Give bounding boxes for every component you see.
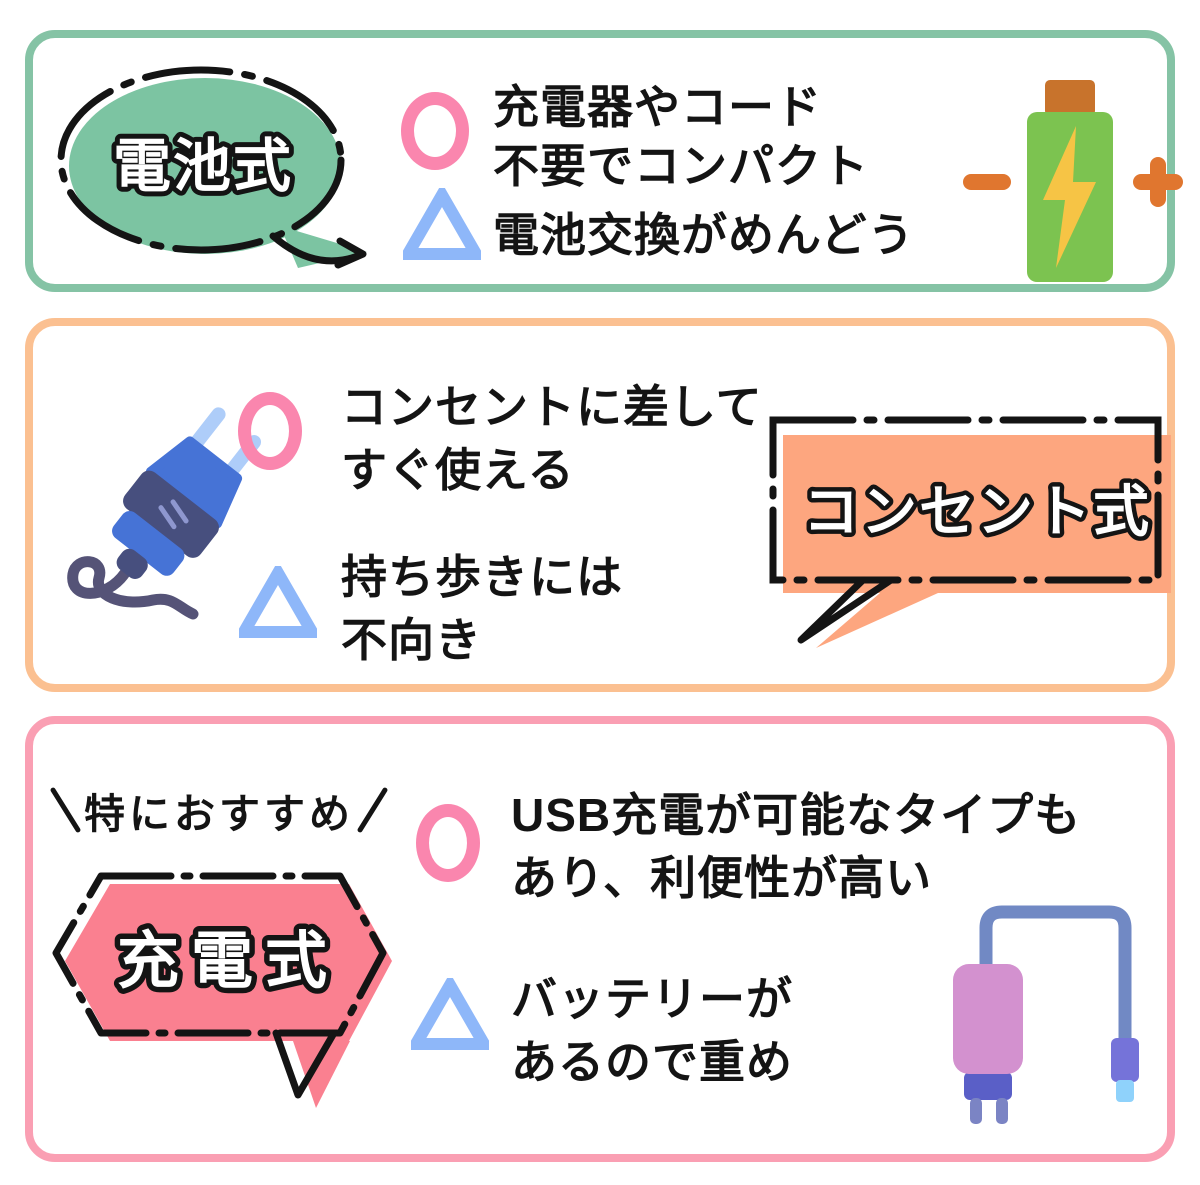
recommended-badge: 特におすすめ bbox=[49, 780, 389, 840]
bubble-tail bbox=[269, 232, 367, 269]
usb-connector bbox=[1111, 1038, 1139, 1082]
plug-icon bbox=[67, 407, 262, 620]
pro-text-line: 不要でコンパクト bbox=[493, 140, 869, 192]
outlet-section-card: コンセントに差して すぐ使える 持ち歩きには 不向き コンセント式 bbox=[25, 318, 1175, 692]
usb-connector-tip bbox=[1116, 1080, 1134, 1102]
charger-body bbox=[953, 964, 1023, 1074]
pro-text: コンセントに差して すぐ使える bbox=[341, 376, 763, 502]
pro-text: USB充電が可能なタイプも あり、利便性が高い bbox=[511, 784, 1081, 910]
pro-circle-icon bbox=[238, 392, 302, 470]
con-triangle-icon bbox=[411, 978, 489, 1050]
outlet-speech-bubble: コンセント式 bbox=[769, 416, 1171, 648]
charger-prong bbox=[970, 1098, 982, 1124]
rechargeable-speech-bubble: 充電式 bbox=[52, 872, 392, 1108]
bubble-tail-fill bbox=[816, 593, 938, 648]
con-text-line: 不向き bbox=[341, 614, 482, 666]
pro-text-line: 充電器やコード bbox=[493, 81, 822, 133]
badge-slash-left bbox=[49, 786, 82, 834]
con-text-line: あるので重め bbox=[511, 1036, 793, 1088]
charger-cable bbox=[979, 905, 1132, 1048]
bubble-dashed-outline bbox=[769, 416, 1162, 584]
con-text: バッテリーが あるので重め bbox=[511, 968, 793, 1094]
pro-circle-icon bbox=[416, 804, 480, 882]
rechargeable-section-card: 特におすすめ 充電式 USB充電が可能なタイプも あり、利便性が高い バッテリー… bbox=[25, 716, 1175, 1162]
con-text-line: バッテリーが bbox=[511, 973, 793, 1025]
charger-plug-base bbox=[964, 1072, 1012, 1100]
plug-cord bbox=[67, 556, 199, 620]
minus-terminal bbox=[963, 174, 1011, 190]
battery-section-card: 電池式 充電器やコード 不要でコンパクト 電池交換がめんどう bbox=[25, 30, 1183, 292]
pro-text-line: すぐ使える bbox=[341, 444, 575, 496]
con-text: 電池交換がめんどう bbox=[493, 206, 915, 265]
con-triangle-icon bbox=[239, 566, 317, 638]
plug-prong bbox=[189, 407, 226, 450]
con-triangle-icon bbox=[403, 188, 481, 260]
bubble-tail bbox=[272, 1029, 338, 1099]
badge-slash-right bbox=[356, 786, 389, 834]
battery-label: 電池式 bbox=[113, 134, 293, 199]
battery-speech-bubble: 電池式 bbox=[57, 66, 367, 269]
bubble-tail-fill bbox=[293, 1041, 350, 1108]
outlet-label: コンセント式 bbox=[803, 480, 1151, 543]
plug-neck bbox=[116, 548, 148, 579]
bubble-tail bbox=[797, 576, 895, 644]
lightning-bolt bbox=[1043, 126, 1096, 268]
plug-band bbox=[123, 470, 219, 558]
recommended-badge-text: 特におすすめ bbox=[84, 791, 354, 837]
pro-text-line: コンセントに差して bbox=[341, 381, 763, 433]
pro-text: 充電器やコード 不要でコンパクト bbox=[493, 78, 869, 196]
pro-text-line: あり、利便性が高い bbox=[511, 852, 933, 904]
pro-text-line: USB充電が可能なタイプも bbox=[511, 789, 1082, 841]
con-text-line: 持ち歩きには bbox=[341, 551, 623, 603]
pro-circle-icon bbox=[401, 92, 469, 170]
charger-prong bbox=[996, 1098, 1008, 1124]
charger-icon bbox=[953, 905, 1139, 1124]
bubble-dashed-outline bbox=[52, 872, 387, 1037]
battery-icon bbox=[963, 80, 1183, 282]
battery-cap bbox=[1045, 80, 1095, 116]
con-text-line: 電池交換がめんどう bbox=[493, 209, 915, 261]
rechargeable-label: 充電式 bbox=[117, 927, 339, 996]
bubble-dashed-outline bbox=[57, 66, 345, 254]
con-text: 持ち歩きには 不向き bbox=[341, 546, 623, 672]
